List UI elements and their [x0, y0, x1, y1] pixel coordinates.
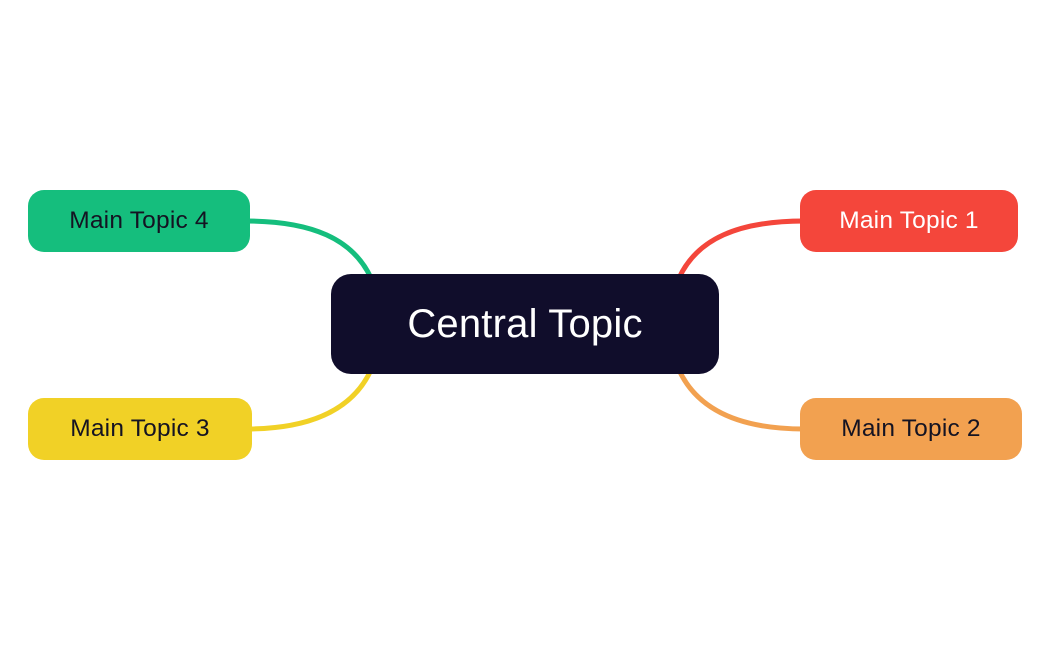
connector-central-to-main-topic-4: [243, 218, 374, 281]
main-topic-1-label: Main Topic 1: [839, 207, 979, 234]
main-topic-3-node[interactable]: Main Topic 3: [28, 398, 252, 460]
connector-central-to-main-topic-1: [676, 218, 807, 281]
main-topic-4-node[interactable]: Main Topic 4: [28, 190, 250, 252]
central-topic-node[interactable]: Central Topic: [331, 274, 719, 374]
connector-central-to-main-topic-2: [676, 367, 807, 432]
main-topic-3-label: Main Topic 3: [70, 415, 210, 442]
central-topic-label: Central Topic: [407, 301, 643, 346]
connector-central-to-main-topic-3: [243, 367, 374, 432]
main-topic-2-node[interactable]: Main Topic 2: [800, 398, 1022, 460]
main-topic-4-label: Main Topic 4: [69, 207, 209, 234]
main-topic-1-node[interactable]: Main Topic 1: [800, 190, 1018, 252]
main-topic-2-label: Main Topic 2: [841, 415, 981, 442]
